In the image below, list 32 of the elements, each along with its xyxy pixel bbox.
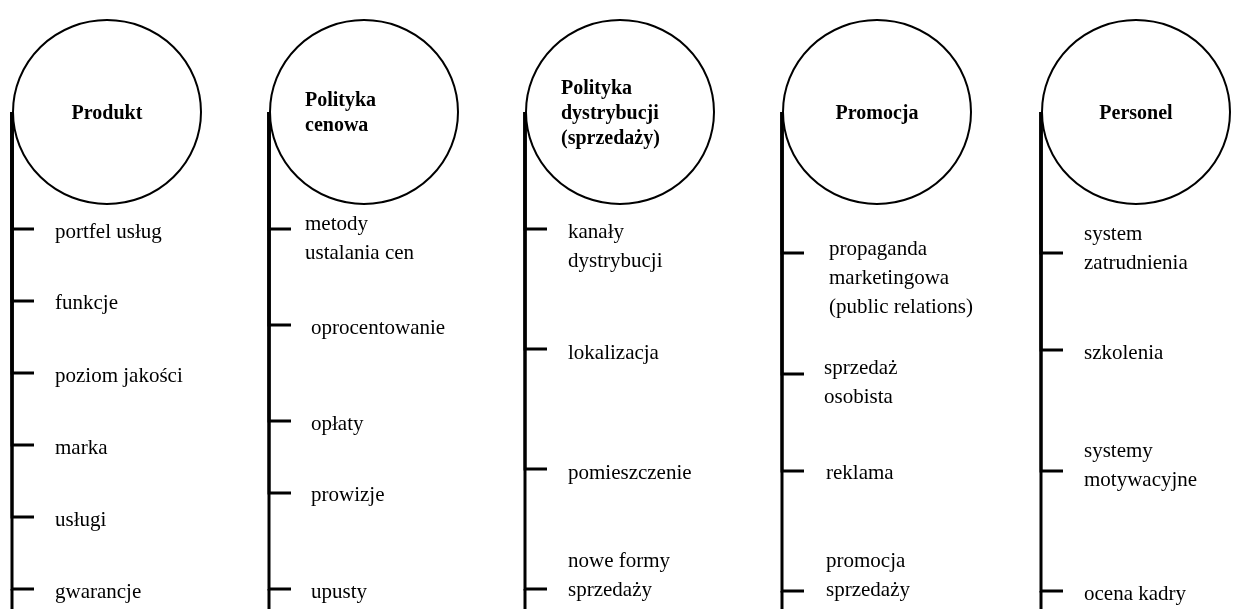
item-text: systemy motywacyjne (1084, 437, 1199, 493)
category-title: Polityka dystrybucji (sprzedaży) (561, 74, 661, 150)
item-text: marka (55, 433, 109, 461)
item-text: prowizje (311, 480, 386, 508)
item-text: propaganda marketingowa (public relations) (829, 234, 975, 320)
category-title: Produkt (71, 99, 143, 125)
item-text: oprocentowanie (311, 313, 447, 341)
item-text: metody ustalania cen (305, 210, 416, 266)
item-text: lokalizacja (568, 338, 660, 366)
connector-line (267, 112, 291, 591)
item-text: pomieszczenie (568, 458, 693, 486)
item-text: ocena kadry (1084, 579, 1188, 607)
connector-line (523, 112, 547, 591)
item-text: sprzedaż osobista (824, 354, 899, 410)
item-text: gwarancje (55, 577, 143, 605)
item-text: opłaty (311, 409, 365, 437)
item-text: reklama (826, 458, 895, 486)
item-text: funkcje (55, 288, 119, 316)
category-title: Personel (1099, 99, 1173, 125)
item-text: szkolenia (1084, 338, 1165, 366)
item-text: nowe formy sprzedaży (568, 547, 672, 603)
item-text: kanały dystrybucji (568, 218, 664, 274)
connector-line (1039, 112, 1063, 593)
connector-line (780, 112, 804, 593)
item-text: upusty (311, 577, 368, 605)
category-title: Promocja (835, 99, 919, 125)
category-title: Polityka cenowa (305, 87, 378, 137)
item-text: promocja sprzedaży (826, 547, 911, 603)
item-text: usługi (55, 505, 108, 533)
item-text: portfel usług (55, 217, 163, 245)
item-text: system zatrudnienia (1084, 220, 1189, 276)
item-text: poziom jakości (55, 361, 184, 389)
